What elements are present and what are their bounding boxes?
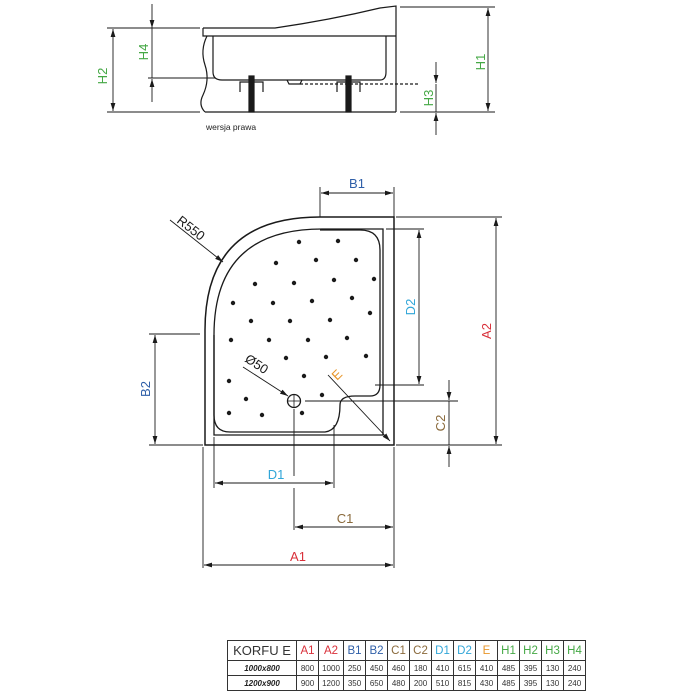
cell-C2: 200	[409, 675, 432, 691]
label-D2: D2	[403, 299, 418, 316]
cell-B2: 450	[365, 660, 388, 676]
col-header-B2: B2	[365, 640, 388, 661]
dimension-table: KORFU E A1 A2 B1 B2 C1 C2 D1 D2 E H1 H2 …	[227, 640, 586, 691]
label-E: E	[329, 366, 346, 383]
label-A1: A1	[290, 549, 306, 564]
cell-H4: 240	[563, 660, 586, 676]
col-header-H4: H4	[563, 640, 586, 661]
cell-H3: 130	[541, 660, 564, 676]
leg-right	[336, 75, 361, 113]
cell-H2: 395	[519, 660, 542, 676]
cell-H1: 485	[497, 660, 520, 676]
cell-A2: 1000	[318, 660, 344, 676]
col-header-D1: D1	[431, 640, 454, 661]
label-H1: H1	[473, 54, 488, 71]
cell-E: 410	[475, 660, 498, 676]
model-size: 1000x800	[227, 660, 297, 676]
cell-D1: 510	[431, 675, 454, 691]
table-row: 1000x800 800 1000 250 450 460 180 410 61…	[227, 660, 586, 676]
col-header-A2: A2	[318, 640, 344, 661]
cell-B1: 350	[343, 675, 366, 691]
side-view-caption: wersja prawa	[205, 122, 256, 132]
label-H2: H2	[95, 68, 110, 85]
label-R550: R550	[174, 213, 208, 244]
label-C1: C1	[337, 511, 354, 526]
anti-slip-dots	[226, 238, 377, 418]
top-view	[149, 187, 502, 568]
label-B1: B1	[349, 176, 365, 191]
label-A2: A2	[479, 323, 494, 339]
label-drain-diameter: Ø50	[242, 351, 271, 377]
table-header-row: KORFU E A1 A2 B1 B2 C1 C2 D1 D2 E H1 H2 …	[227, 640, 586, 661]
cell-H1: 485	[497, 675, 520, 691]
col-header-E: E	[475, 640, 498, 661]
cell-C2: 180	[409, 660, 432, 676]
label-B2: B2	[138, 381, 153, 397]
cell-C1: 460	[387, 660, 410, 676]
col-header-C1: C1	[387, 640, 410, 661]
leg-left	[239, 75, 264, 113]
label-H3: H3	[421, 90, 436, 107]
cell-B1: 250	[343, 660, 366, 676]
cell-H2: 395	[519, 675, 542, 691]
cell-D2: 615	[453, 660, 476, 676]
cell-E: 430	[475, 675, 498, 691]
side-view	[107, 4, 495, 135]
model-size: 1200x900	[227, 675, 297, 691]
col-header-C2: C2	[409, 640, 432, 661]
cell-D2: 815	[453, 675, 476, 691]
col-header-D2: D2	[453, 640, 476, 661]
cell-C1: 480	[387, 675, 410, 691]
label-H4: H4	[136, 44, 151, 61]
label-D1: D1	[268, 467, 285, 482]
cell-H3: 130	[541, 675, 564, 691]
col-header-B1: B1	[343, 640, 366, 661]
label-C2: C2	[433, 415, 448, 432]
col-header-A1: A1	[296, 640, 319, 661]
product-name: KORFU E	[227, 640, 297, 661]
col-header-H3: H3	[541, 640, 564, 661]
cell-H4: 240	[563, 675, 586, 691]
cell-B2: 650	[365, 675, 388, 691]
cell-A1: 900	[296, 675, 319, 691]
cell-A1: 800	[296, 660, 319, 676]
cell-A2: 1200	[318, 675, 344, 691]
cell-D1: 410	[431, 660, 454, 676]
col-header-H2: H2	[519, 640, 542, 661]
col-header-H1: H1	[497, 640, 520, 661]
table-row: 1200x900 900 1200 350 650 480 200 510 81…	[227, 675, 586, 691]
